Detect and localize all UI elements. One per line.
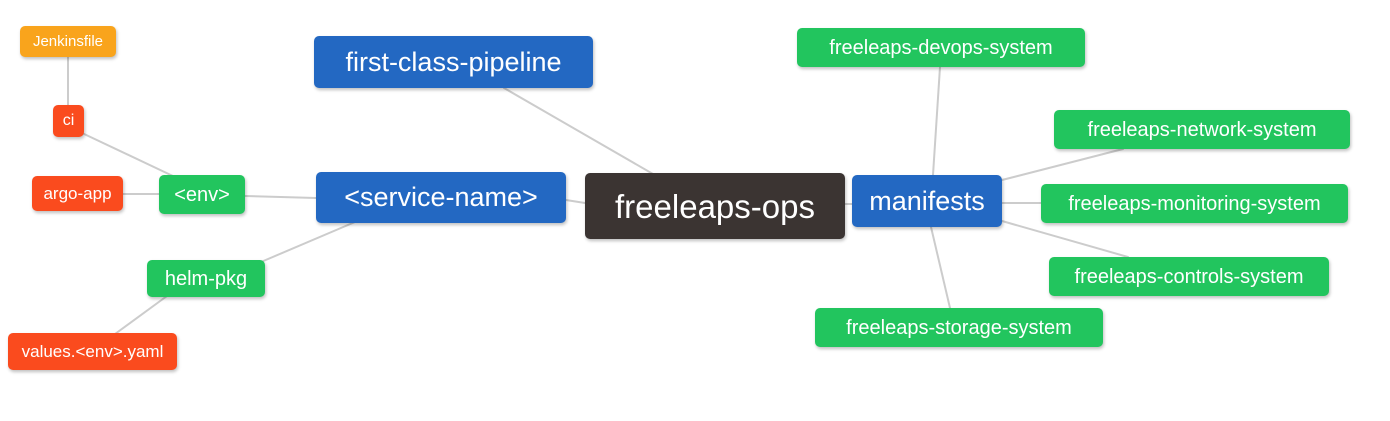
node-service-name[interactable]: <service-name> [316,172,566,223]
node-env[interactable]: <env> [159,175,245,214]
node-label: helm-pkg [164,267,248,290]
node-freeleaps-monitoring-system[interactable]: freeleaps-monitoring-system [1041,184,1348,223]
node-label: freeleaps-ops [615,187,815,225]
node-label: argo-app [43,184,112,203]
node-label: manifests [869,185,985,216]
node-label: values.<env>.yaml [21,342,164,361]
node-freeleaps-ops[interactable]: freeleaps-ops [585,173,845,239]
node-freeleaps-controls-system[interactable]: freeleaps-controls-system [1049,257,1329,296]
node-label: first-class-pipeline [345,46,562,77]
node-label: freeleaps-devops-system [829,36,1053,59]
node-helm-pkg[interactable]: helm-pkg [147,260,265,297]
node-freeleaps-network-system[interactable]: freeleaps-network-system [1054,110,1350,149]
node-values-env-yaml[interactable]: values.<env>.yaml [8,333,177,370]
node-ci[interactable]: ci [53,105,84,137]
node-argo-app[interactable]: argo-app [32,176,123,211]
node-freeleaps-devops-system[interactable]: freeleaps-devops-system [797,28,1085,67]
node-freeleaps-storage-system[interactable]: freeleaps-storage-system [815,308,1103,347]
node-label: Jenkinsfile [32,33,104,50]
node-label: <env> [174,183,230,206]
node-label: <service-name> [344,182,538,212]
node-jenkinsfile[interactable]: Jenkinsfile [20,26,116,57]
node-manifests[interactable]: manifests [852,175,1002,227]
node-label: freeleaps-storage-system [846,316,1072,339]
node-label: freeleaps-controls-system [1074,265,1304,288]
node-label: ci [62,112,75,129]
node-first-class-pipeline[interactable]: first-class-pipeline [314,36,593,88]
node-label: freeleaps-monitoring-system [1068,192,1321,215]
node-label: freeleaps-network-system [1087,118,1317,141]
